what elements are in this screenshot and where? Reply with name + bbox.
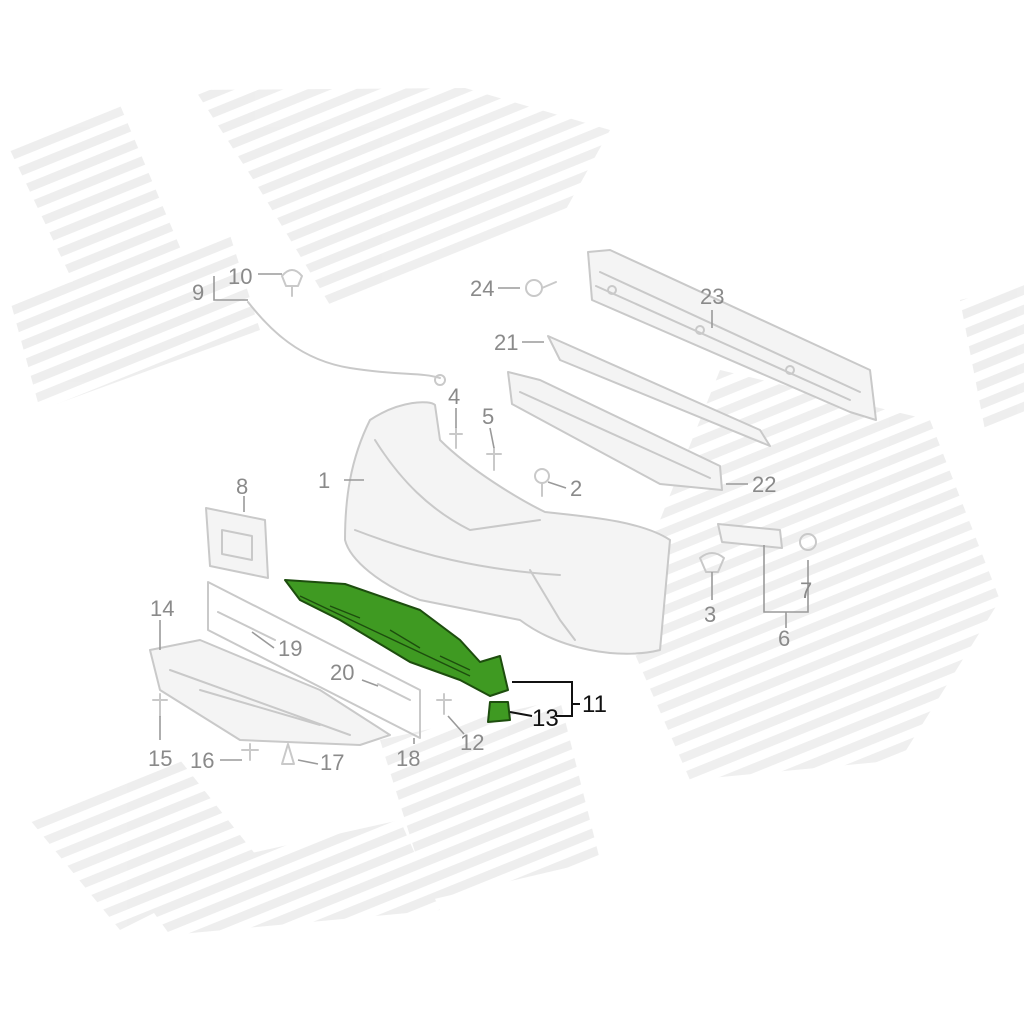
callout-17: 17 — [320, 750, 344, 775]
wire-harness — [247, 269, 446, 386]
callout-2: 2 — [570, 476, 582, 501]
callout-9: 9 — [192, 280, 204, 305]
callout-1: 1 — [318, 468, 330, 493]
callout-8: 8 — [236, 474, 248, 499]
bumper-cover — [344, 401, 671, 655]
callout-24: 24 — [470, 276, 494, 301]
callout-16: 16 — [190, 748, 214, 773]
highlighted-clip-13[interactable] — [487, 701, 511, 723]
callout-19: 19 — [278, 636, 302, 661]
bolt-24 — [525, 279, 557, 297]
callout-7: 7 — [800, 578, 812, 603]
callout-6: 6 — [778, 626, 790, 651]
lower-strip — [207, 581, 421, 739]
callout-11[interactable]: 11 — [582, 691, 607, 718]
callout-3: 3 — [704, 602, 716, 627]
callout-21: 21 — [494, 330, 518, 355]
callout-22: 22 — [752, 472, 776, 497]
callout-23: 23 — [700, 284, 724, 309]
callout-14: 14 — [150, 596, 174, 621]
callout-12: 12 — [460, 730, 484, 755]
energy-absorber — [507, 335, 771, 491]
license-bracket — [205, 507, 269, 579]
callout-10: 10 — [228, 264, 252, 289]
callout-4: 4 — [448, 384, 460, 409]
callout-20: 20 — [330, 660, 354, 685]
leader-lines — [159, 273, 809, 765]
callout-13[interactable]: 13 — [532, 705, 559, 732]
callout-5: 5 — [482, 404, 494, 429]
callout-18: 18 — [396, 746, 420, 771]
bumper-reinforcement — [587, 249, 877, 421]
callout-15: 15 — [148, 746, 172, 771]
fasteners — [152, 427, 817, 765]
engine-under-cover — [149, 639, 391, 746]
callout-labels: 1 2 3 4 5 6 7 8 9 10 11 12 13 14 15 16 1… — [148, 264, 812, 775]
highlighted-under-cover-11[interactable] — [284, 579, 509, 697]
